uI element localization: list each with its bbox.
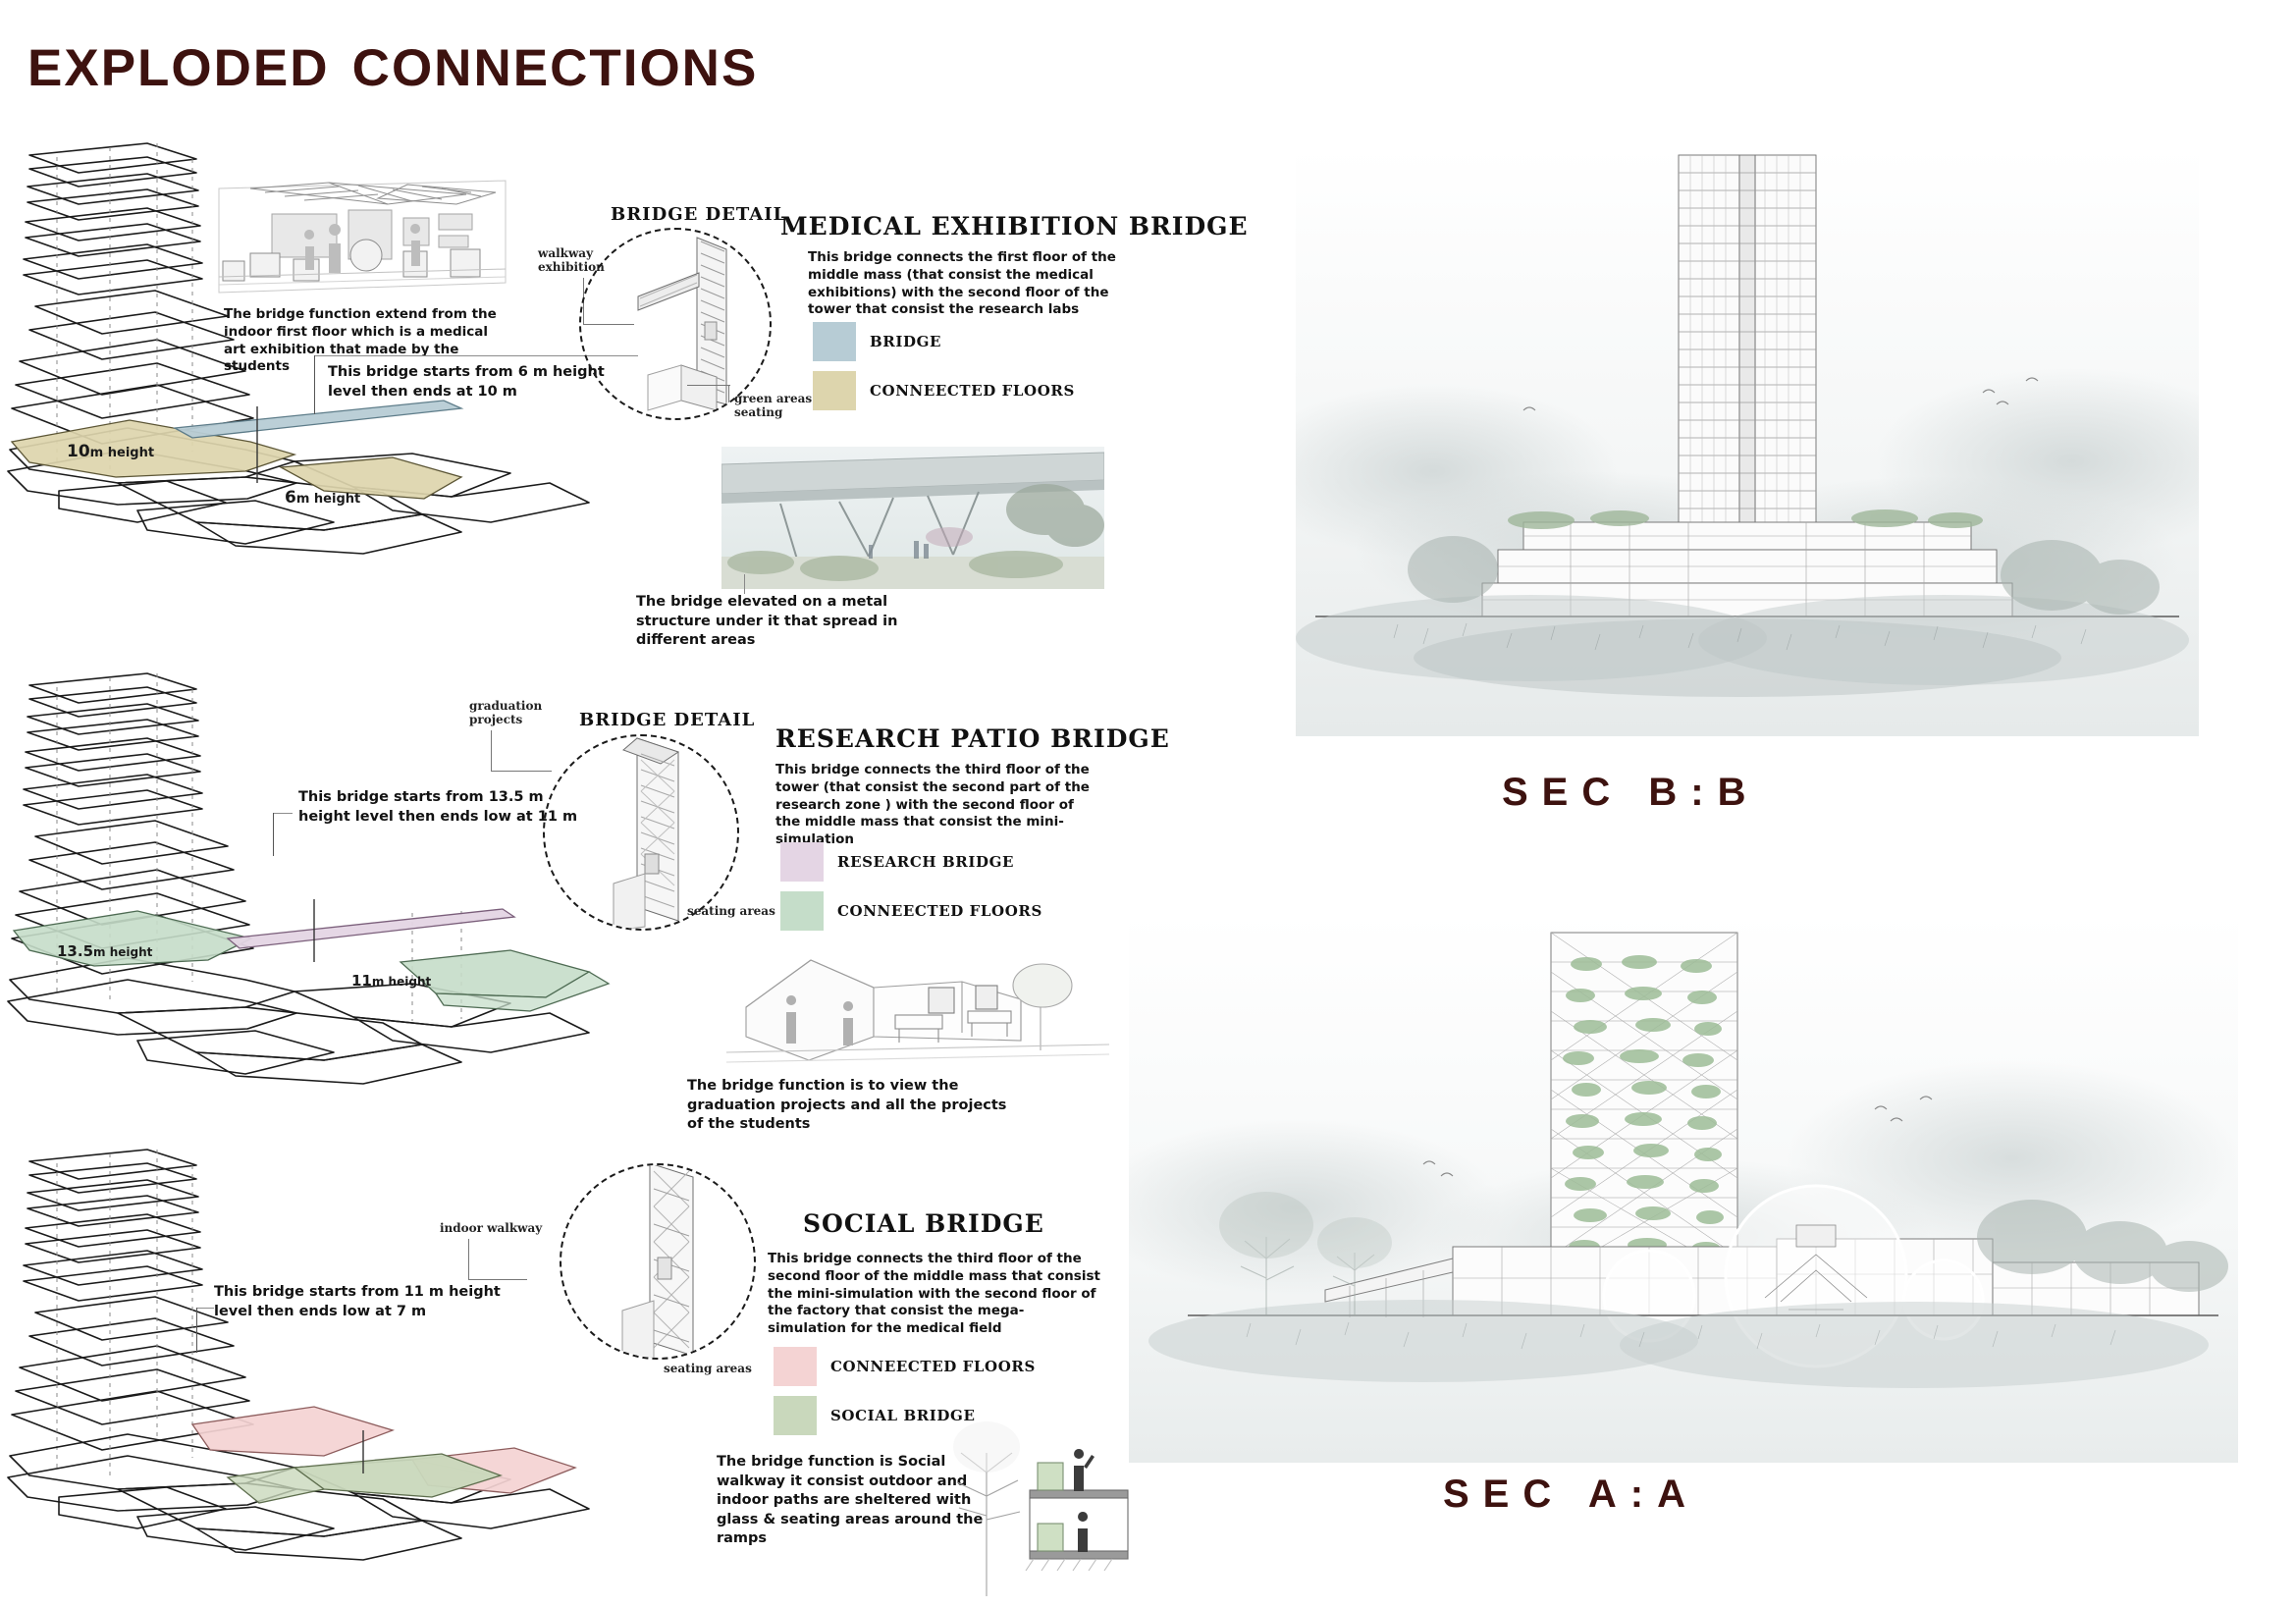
legend-swatch-social-bridge [774,1396,817,1435]
bridge-detail-bubble-research [543,734,739,931]
photo-caption-social: The bridge function is Social walkway it… [717,1454,984,1547]
section-description-medical: This bridge connects the first floor of … [808,249,1116,318]
legend-swatch-connected-floors [774,1347,817,1386]
axo-note-medical: This bridge starts from 6 m height level… [328,364,605,400]
bridge-detail-bubble-social [560,1163,756,1360]
legend-medical: BRIDGE CONNEECTED FLOORS [813,322,1075,420]
legend-item: CONNEECTED FLOORS [780,891,1042,931]
height-value: 6 [285,488,296,508]
height-value: 13.5 [57,942,94,960]
height-label-10m: 10m height [67,442,154,461]
exploded-axonometric-medical [0,137,687,599]
bridge-photo-medical [721,447,1104,589]
render-sec-aa [1129,913,2238,1463]
section-cut-social [947,1414,1129,1600]
page-title: Exploded Connections [27,19,759,102]
height-value: 11 [351,972,372,990]
legend-label: RESEARCH BRIDGE [837,853,1015,871]
legend-swatch-connected-floors [780,891,824,931]
bridge-detail-bubble-medical [579,228,772,420]
callout-seating-areas-research: seating areas [687,904,775,918]
detail-heading-medical: BRIDGE DETAIL [611,204,787,225]
section-heading-research: RESEARCH PATIO BRIDGE [775,724,1170,753]
legend-label: BRIDGE [870,333,942,350]
legend-swatch-research-bridge [780,842,824,882]
height-unit: m height [89,446,155,460]
axo-note-social: This bridge starts from 11 m height leve… [214,1284,501,1319]
legend-item: CONNEECTED FLOORS [774,1347,1036,1386]
legend-item: BRIDGE [813,322,1075,361]
sketch-caption-medical: The bridge function extend from the indo… [224,306,497,375]
interior-sketch-medical [211,175,515,300]
height-unit: m height [93,945,153,959]
detail-heading-research: BRIDGE DETAIL [579,710,756,730]
callout-green-areas-seating: green areas & seating [734,392,827,419]
section-description-research: This bridge connects the third floor of … [775,762,1090,848]
height-value: 10 [67,442,90,461]
callout-indoor-walkway: indoor walkway [440,1221,543,1235]
height-label-11m: 11m height [351,972,431,990]
callout-walkway-exhibition: walkway exhibition [538,246,605,274]
legend-item: CONNEECTED FLOORS [813,371,1075,410]
render-title-sec-aa: SEC A:A [1443,1473,1699,1516]
height-unit: m height [371,975,432,989]
height-label-6m: 6m height [285,488,360,508]
height-unit: m height [295,492,361,507]
legend-swatch-bridge [813,322,856,361]
section-description-social: This bridge connects the third floor of … [768,1251,1100,1337]
render-sec-bb [1296,147,2199,736]
legend-label: CONNEECTED FLOORS [830,1358,1036,1375]
section-heading-social: SOCIAL BRIDGE [803,1209,1044,1238]
exploded-axonometric-social [0,1144,687,1605]
legend-label: SOCIAL BRIDGE [830,1407,976,1424]
exploded-axonometric-research [0,668,687,1129]
photo-caption-research: The bridge function is to view the gradu… [687,1078,1007,1133]
legend-label: CONNEECTED FLOORS [837,902,1042,920]
axo-note-research: This bridge starts from 13.5 m height le… [298,789,578,825]
photo-caption-medical: The bridge elevated on a metal structure… [636,594,898,649]
legend-social: CONNEECTED FLOORS SOCIAL BRIDGE [774,1347,1036,1445]
legend-item: RESEARCH BRIDGE [780,842,1042,882]
legend-item: SOCIAL BRIDGE [774,1396,1036,1435]
legend-swatch-connected-floors [813,371,856,410]
callout-seating-areas-social: seating areas [664,1362,752,1375]
patio-sketch-research [726,942,1109,1085]
callout-graduation-projects: graduation projects [469,699,543,726]
section-heading-medical: MEDICAL EXHIBITION BRIDGE [780,212,1249,241]
legend-research: RESEARCH BRIDGE CONNEECTED FLOORS [780,842,1042,940]
render-title-sec-bb: SEC B:B [1502,771,1760,814]
legend-label: CONNEECTED FLOORS [870,382,1075,400]
height-label-13-5m: 13.5m height [57,942,152,960]
